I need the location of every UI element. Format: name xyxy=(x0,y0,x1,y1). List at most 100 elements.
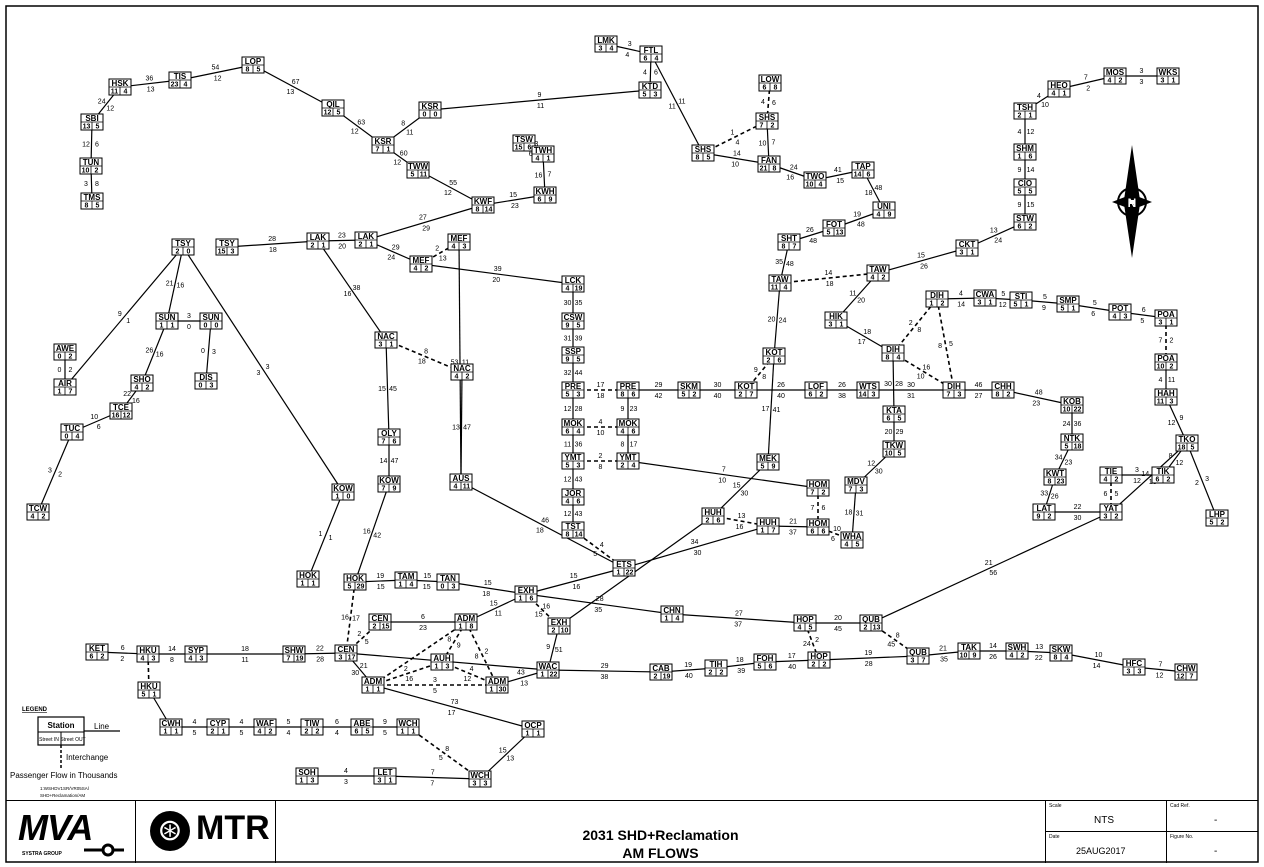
flow-label-tkw-mdv-1: 12 xyxy=(867,461,875,468)
station-street-out: 2 xyxy=(1021,653,1025,660)
flow-label-mok2-ymt2-1: 8 xyxy=(621,442,625,449)
station-street-in: 0 xyxy=(65,434,69,441)
flow-label-heo-mos-2: 2 xyxy=(1086,85,1090,92)
flow-label-smp-pot-2: 6 xyxy=(1091,311,1095,318)
link-huh1-mek xyxy=(712,461,769,517)
link-wac-cab xyxy=(547,669,662,673)
station-street-in: 4 xyxy=(566,499,570,506)
flow-label-hik-taw2-1: 11 xyxy=(849,290,856,297)
station-street-in: 4 xyxy=(258,729,262,736)
flow-label-shw-cen2-1: 22 xyxy=(316,646,324,653)
station-street-out: 6 xyxy=(867,172,871,179)
station-street-out: 1 xyxy=(222,729,226,736)
station-code: FOH xyxy=(757,654,774,663)
station-street-in: 6 xyxy=(644,56,648,63)
station-code: KOT xyxy=(738,382,755,391)
flow-label-tap-uni-1: 48 xyxy=(875,185,883,192)
station-street-out: 19 xyxy=(663,674,671,681)
flow-label-cio-shm-2: 14 xyxy=(1027,167,1035,174)
flow-label-shs2-shs1-1: 1 xyxy=(731,130,735,137)
flow-label-kwh-kwf-1: 15 xyxy=(509,192,517,199)
station-street-out: 7 xyxy=(772,528,776,535)
flow-label-mos-wks-1: 3 xyxy=(1140,68,1144,75)
flow-label-cen2-adm2-2: 30 xyxy=(351,670,359,677)
station-code: CEN xyxy=(372,614,389,623)
flow-label-lck-csw-2: 35 xyxy=(575,300,583,307)
station-street-out: 2 xyxy=(466,374,470,381)
date-label: Date xyxy=(1049,834,1060,840)
flow-label-qil-ksr2-2: 12 xyxy=(351,128,359,135)
flow-label-tan-exh1-2: 18 xyxy=(482,591,490,598)
station-code: LMK xyxy=(597,36,615,45)
station-street-in: 4 xyxy=(798,625,802,632)
station-street-out: 5 xyxy=(898,451,902,458)
flow-label-mef2-lck-1: 39 xyxy=(494,266,502,273)
station-code: TWW xyxy=(408,162,428,171)
flow-label-adm2-auh-1: 2 xyxy=(404,666,408,673)
station-street-out: 1 xyxy=(971,250,975,257)
station-street-out: 3 xyxy=(577,392,581,399)
station-code: TCE xyxy=(113,403,130,412)
station-street-out: 2 xyxy=(1221,520,1225,527)
flow-label-taw2-ckt-1: 15 xyxy=(917,253,925,260)
station-street-in: 2 xyxy=(812,662,816,669)
flow-label-lak2-mef2-2: 24 xyxy=(387,255,395,262)
station-code: SYP xyxy=(188,646,205,655)
station-street-in: 3 xyxy=(379,342,383,349)
station-code: TIW xyxy=(305,719,320,728)
flow-label-skm-kot2-1: 30 xyxy=(714,382,722,389)
flow-label-lck-csw-1: 30 xyxy=(564,300,572,307)
station-code: NAC xyxy=(453,364,471,373)
station-street-in: 4 xyxy=(1010,653,1014,660)
station-street-out: 6 xyxy=(822,529,826,536)
station-street-in: 6 xyxy=(1156,477,1160,484)
link-lop-qil xyxy=(252,64,334,109)
station-street-out: 1 xyxy=(1072,306,1076,313)
link-tsy1-kow1 xyxy=(182,246,344,493)
flow-label-hsk-sbi-1: 24 xyxy=(98,99,106,106)
station-street-in: 15 xyxy=(218,249,226,256)
station-code: WCH xyxy=(398,719,417,728)
station-street-in: 7 xyxy=(811,490,815,497)
station-street-in: 5 xyxy=(566,392,570,399)
station-street-in: 6 xyxy=(566,429,570,436)
flow-label-swh-skw-2: 22 xyxy=(1035,655,1043,662)
flow-label-auh-adm3-2: 12 xyxy=(464,676,472,683)
link-kot1-taw1 xyxy=(773,282,781,357)
flow-label-huh1-mek-1: 15 xyxy=(733,483,741,490)
flow-label-tie-tik-1: 3 xyxy=(1135,467,1139,474)
station-code: HOP xyxy=(796,615,814,624)
station-street-out: 2 xyxy=(822,490,826,497)
station-street-in: 9 xyxy=(1037,514,1041,521)
flow-label-taw1-taw2-2: 18 xyxy=(826,281,834,288)
station-code: DIH xyxy=(886,345,900,354)
station-code: TAP xyxy=(855,162,871,171)
station-code: TAK xyxy=(961,643,977,652)
flow-label-kot1-kot2-1: 9 xyxy=(754,367,758,374)
flow-label-dih2-kta-1: 28 xyxy=(895,381,903,388)
flow-label-syp-shw-1: 18 xyxy=(241,646,249,653)
station-street-in: 1 xyxy=(336,494,340,501)
station-street-out: 3 xyxy=(1138,669,1142,676)
links-layer xyxy=(37,43,1218,780)
station-street-out: 3 xyxy=(446,664,450,671)
station-street-in: 3 xyxy=(378,778,382,785)
station-street-in: 2 xyxy=(359,242,363,249)
station-code: JOR xyxy=(565,489,582,498)
station-street-in: 2 xyxy=(211,729,215,736)
station-code: SUN xyxy=(203,313,220,322)
flow-label-skw-hfc-2: 14 xyxy=(1093,663,1101,670)
station-street-out: 3 xyxy=(200,656,204,663)
station-street-out: 29 xyxy=(357,584,365,591)
